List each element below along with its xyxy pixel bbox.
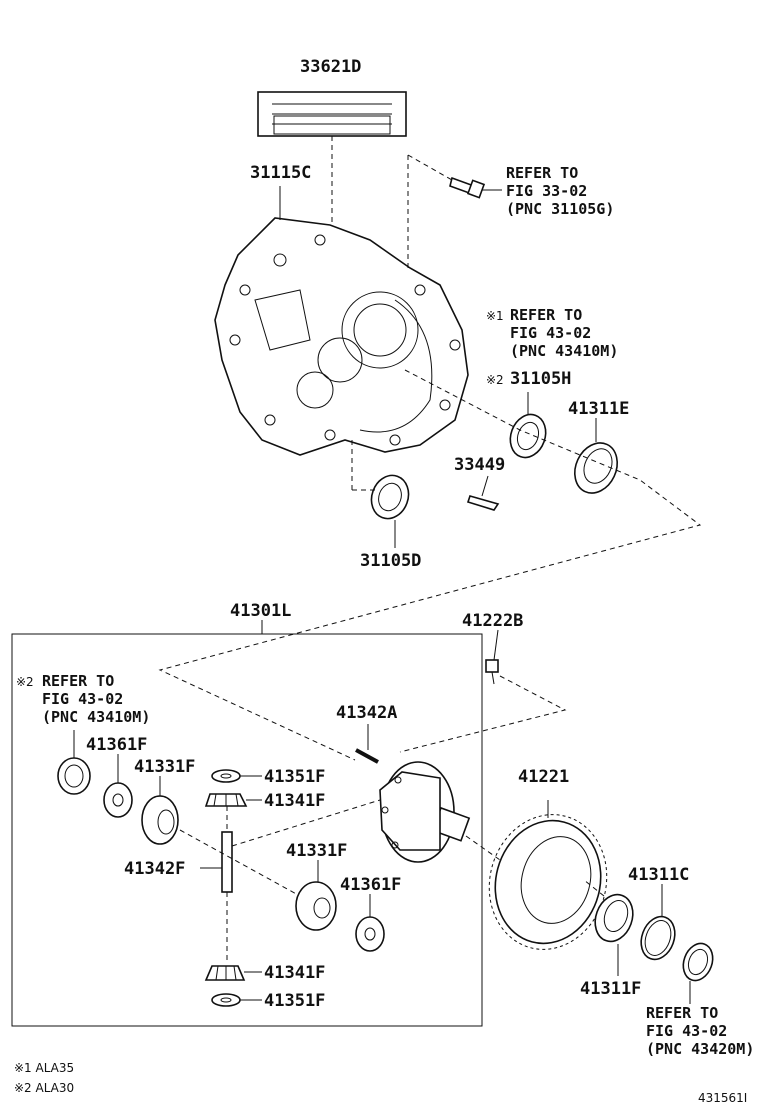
shim-41311C [640,915,676,961]
thrust-washer-41351F-lower [211,993,241,1007]
part-label-41361F-lower: 41361F [340,875,401,895]
ref3-line2: FIG 43-02 [42,690,123,708]
part-label-41342A: 41342A [336,703,397,723]
thrust-washer-41361F-lower [355,916,385,952]
pinion-shaft-41342F [200,806,233,960]
ref1-line3: (PNC 31105G) [506,200,614,218]
mark-31105H: ※2 [486,373,504,387]
part-label-41311E: 41311E [568,399,629,419]
part-label-31105H: 31105H [510,369,571,389]
assembly-box-41301L [11,633,483,1027]
part-label-41301L: 41301L [230,601,291,621]
pinion-41341F-lower [204,965,246,981]
ref2-line3: (PNC 43410M) [510,342,618,360]
ref1-line1: REFER TO [506,164,578,182]
bearing-41311F [594,893,634,943]
part-label-33449: 33449 [454,455,505,475]
ref4-line1: REFER TO [646,1004,718,1022]
ref3-line1: REFER TO [42,672,114,690]
pinion-41341F-upper [204,793,248,807]
ring-gear-41221 [488,814,608,950]
label-plate-33621D [257,91,407,137]
transaxle-housing-31115C [214,217,469,456]
part-label-41221: 41221 [518,767,569,787]
part-label-41351F-upper: 41351F [264,767,325,787]
part-label-41341F-lower: 41341F [264,963,325,983]
oil-seal-31105H [509,413,547,459]
side-gear-41331F-upper [141,776,179,845]
thrust-washer-41351F-upper [211,769,241,783]
ref1-line2: FIG 33-02 [506,182,587,200]
oil-seal-31105D [370,474,410,520]
part-label-41341F-upper: 41341F [264,791,325,811]
bolt-31105G [449,176,486,199]
part-label-41361F-upper: 41361F [86,735,147,755]
thrust-washer-41361F-upper [103,782,133,818]
part-label-41311F: 41311F [580,979,641,999]
part-label-31115C: 31115C [250,163,311,183]
part-label-41222B: 41222B [462,611,523,631]
figure-id: 431561I [698,1091,747,1105]
bolt-41222B [485,629,499,685]
part-label-31105D: 31105D [360,551,421,571]
seal-43410M [57,757,91,795]
differential-case [379,761,471,863]
ref2-line2: FIG 43-02 [510,324,591,342]
bearing-cup-43420M [682,942,714,982]
part-label-41311C: 41311C [628,865,689,885]
ref3-line3: (PNC 43410M) [42,708,150,726]
plate-33449 [466,495,500,511]
part-label-41351F-lower: 41351F [264,991,325,1011]
ref2-mark: ※1 [486,309,504,323]
ref4-line3: (PNC 43420M) [646,1040,754,1058]
ref2-line1: REFER TO [510,306,582,324]
ref3-mark: ※2 [16,675,34,689]
bearing-cup-41311E [574,442,618,494]
part-label-41331F-lower: 41331F [286,841,347,861]
part-label-41331F-upper: 41331F [134,757,195,777]
part-label-33621D: 33621D [300,57,361,77]
ref4-line2: FIG 43-02 [646,1022,727,1040]
footnote-2: ※2 ALA30 [14,1081,74,1095]
side-gear-41331F-lower [295,881,337,931]
part-label-41342F: 41342F [124,859,185,879]
footnote-1: ※1 ALA35 [14,1061,74,1075]
pin-41342A [355,724,379,764]
